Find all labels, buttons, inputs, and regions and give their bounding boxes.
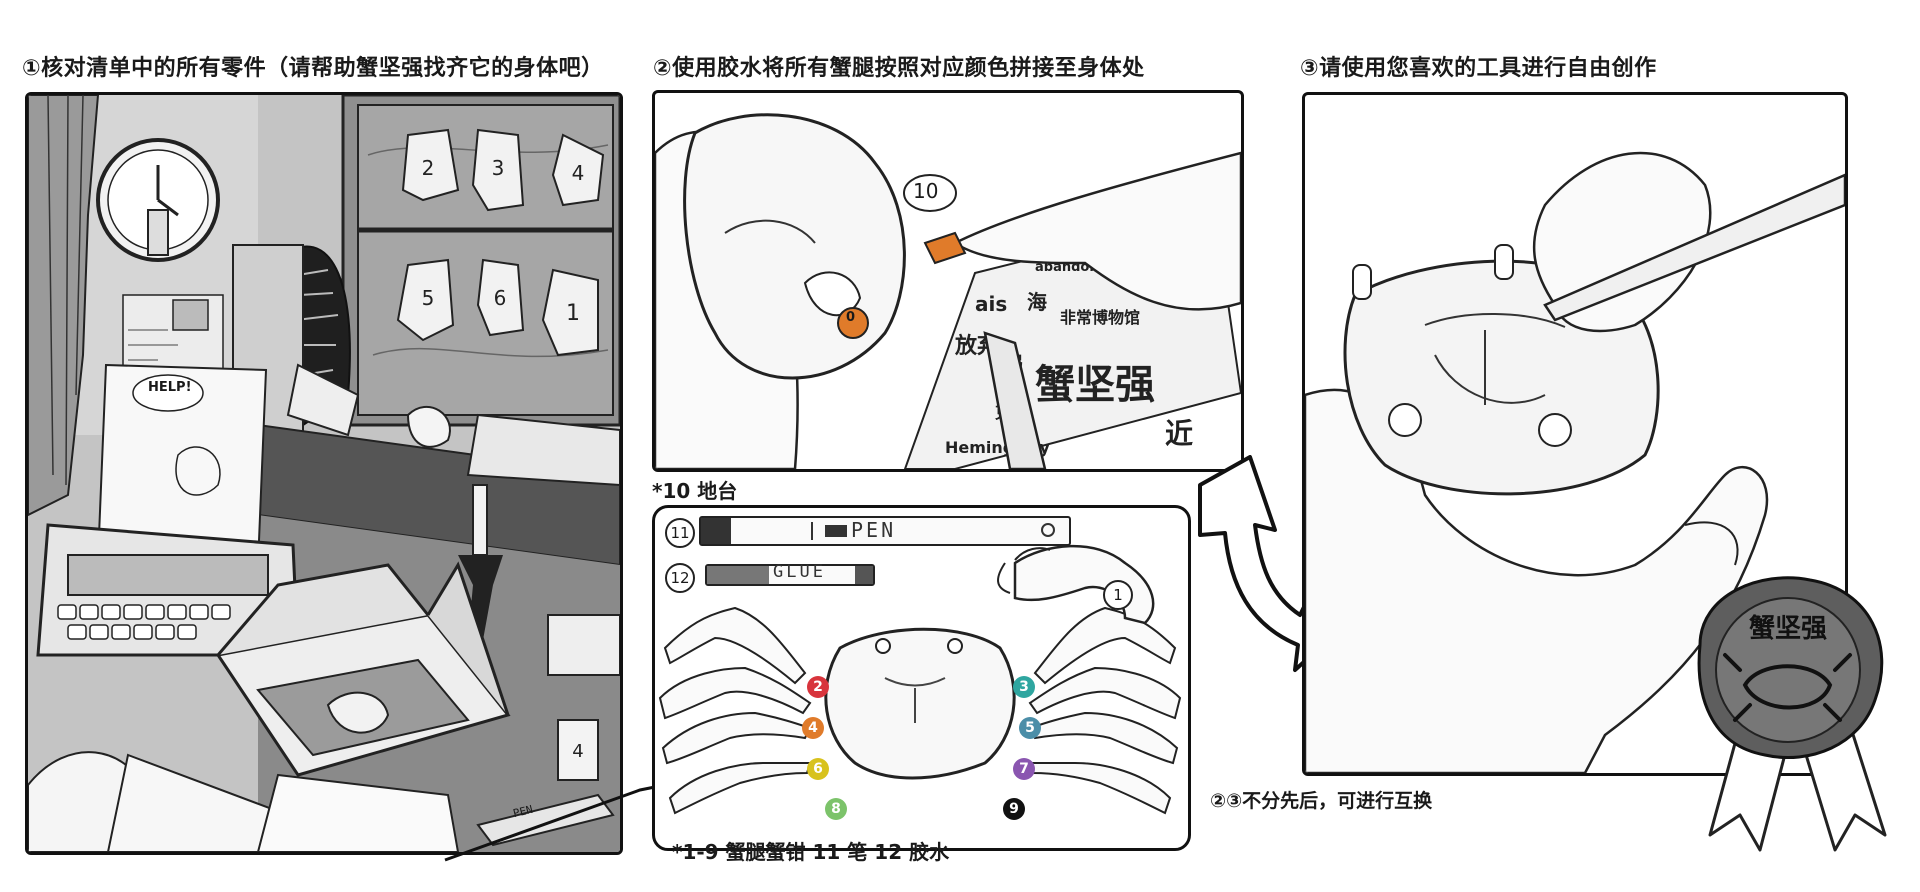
pen-number: 11 (665, 518, 695, 548)
leg-number-2: 2 (807, 676, 829, 698)
newspaper-word-4: 非常博物馆 (1060, 308, 1140, 327)
pen-illustration (699, 516, 1071, 546)
panel-glue-step: abandonnez ais 海 非常博物馆 放弃 蟹坚强 弗 克 Heming… (652, 90, 1244, 472)
newspaper-word-2: ais (975, 292, 1007, 316)
glue-label: GLUE (773, 562, 826, 582)
newspaper-word-3: 海 (1027, 290, 1047, 314)
panel-parts-list: 11 PEN 12 GLUE 1 2 3 4 5 6 7 8 9 (652, 505, 1191, 851)
order-note: ②③不分先后，可进行互换 (1210, 790, 1433, 812)
leg-number-3: 3 (1013, 676, 1035, 698)
hanging-tag-3: 3 (492, 156, 505, 180)
box-tag-number: 4 (572, 741, 583, 762)
hanging-tag-5: 5 (422, 286, 435, 310)
hanging-tag-6: 6 (494, 286, 507, 310)
claw-number: 1 (1103, 580, 1133, 610)
pen-label: PEN (851, 518, 897, 542)
parts-legend: *1-9 蟹腿蟹钳 11 笔 12 胶水 (672, 840, 950, 864)
room-scene-illustration: 2 3 4 5 6 1 (28, 95, 620, 852)
hanging-tag-1: 1 (566, 301, 580, 326)
seal-stamp: 蟹坚强 (1697, 576, 1887, 852)
newspaper-headline: 蟹坚强 (1035, 362, 1155, 408)
leg-number-6: 6 (807, 758, 829, 780)
step3-title: ③请使用您喜欢的工具进行自由创作 (1300, 56, 1657, 81)
glue-illustration (705, 564, 875, 586)
hanging-tag-2: 2 (422, 156, 435, 180)
leg-number-4: 4 (802, 717, 824, 739)
leg-number-9: 9 (1003, 798, 1025, 820)
glue-number: 12 (665, 563, 695, 593)
step1-title: ①核对清单中的所有零件（请帮助蟹坚强找齐它的身体吧） (22, 56, 604, 81)
leg-number-8: 8 (825, 798, 847, 820)
marked-joint-number: 0 (846, 310, 856, 325)
parts-illustration (658, 544, 1182, 815)
free-creation-illustration (1305, 151, 1845, 773)
step2-title: ②使用胶水将所有蟹腿按照对应颜色拼接至身体处 (653, 56, 1145, 81)
newspaper-word-11: 近 (1165, 417, 1193, 450)
glue-step-illustration: abandonnez ais 海 非常博物馆 放弃 蟹坚强 弗 克 Heming… (655, 113, 1241, 469)
pointer-to-parts (444, 783, 666, 862)
stand-note: *10 地台 (652, 479, 738, 503)
leg-number-5: 5 (1019, 717, 1041, 739)
help-text: HELP! (148, 380, 192, 395)
panel-room-scene: 2 3 4 5 6 1 (25, 92, 623, 855)
leg-number-7: 7 (1013, 758, 1035, 780)
seal-text: 蟹坚强 (1749, 613, 1827, 644)
hanging-tag-4: 4 (572, 161, 585, 185)
stand-number: 10 (913, 179, 939, 203)
